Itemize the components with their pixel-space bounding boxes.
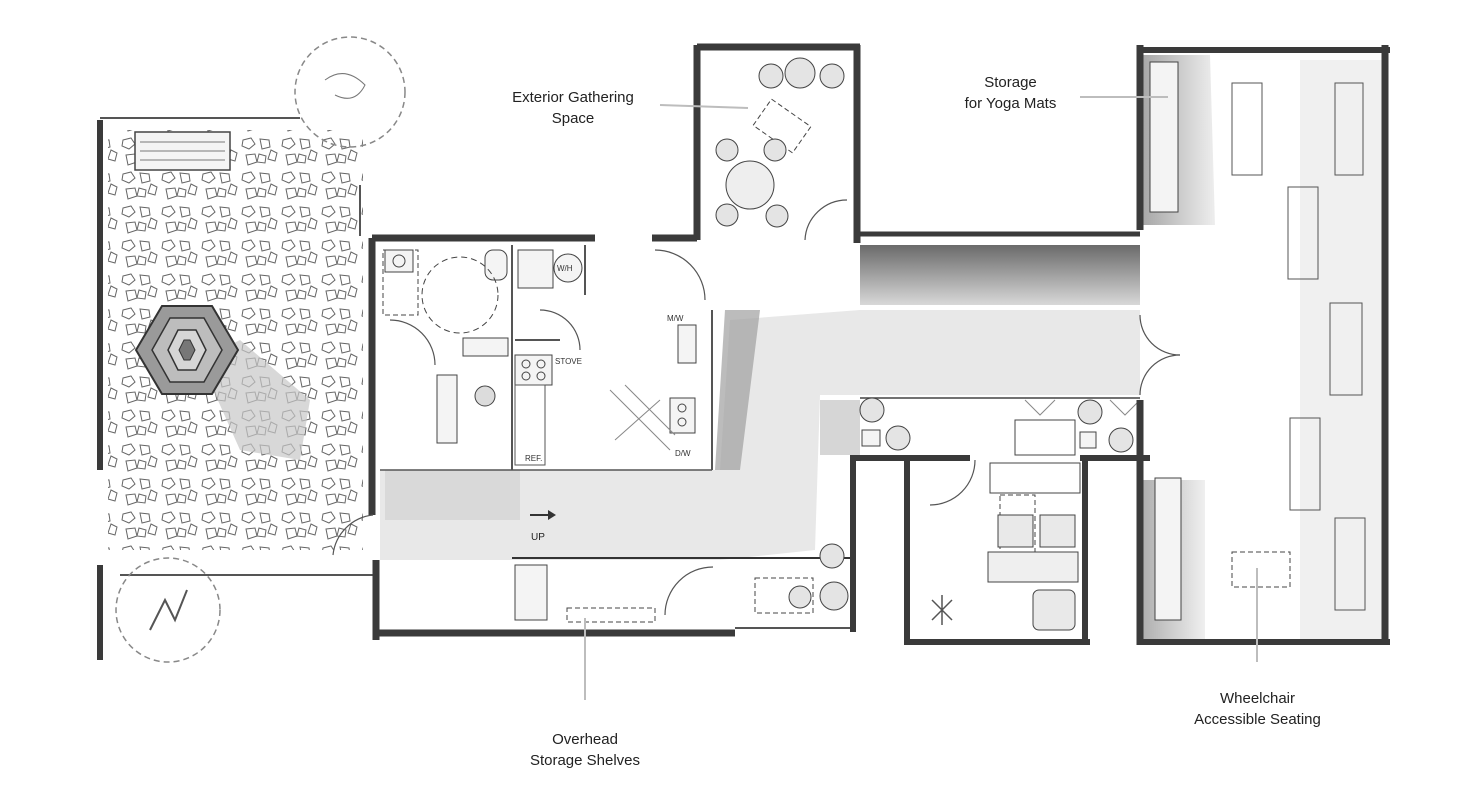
- callout-line: Wheelchair: [1219, 690, 1296, 707]
- callout-line: Accessible Seating: [1194, 711, 1321, 728]
- tree-bottom: [115, 557, 221, 663]
- courtyard-garden: [97, 117, 375, 660]
- callout-line: Exterior Gathering: [512, 89, 634, 106]
- gazebo-hexagon: [134, 305, 240, 395]
- exterior-gathering-room: [715, 57, 845, 228]
- callout-line: Space: [551, 110, 595, 127]
- callout-line: for Yoga Mats: [964, 95, 1057, 112]
- callout-overhead-storage-shelves: Overhead Storage Shelves: [505, 729, 665, 771]
- callout-line: Storage: [984, 74, 1037, 91]
- yoga-hall: [1136, 45, 1390, 645]
- refrigerator-label: REF.: [525, 454, 542, 463]
- dishwasher-label: D/W: [675, 449, 691, 458]
- garden-bench: [134, 131, 231, 171]
- stove-label: STOVE: [555, 357, 582, 366]
- central-building: [332, 43, 1181, 645]
- callout-yoga-mat-storage: Storage for Yoga Mats: [948, 72, 1073, 114]
- callout-wheelchair-accessible-seating: Wheelchair Accessible Seating: [1180, 688, 1335, 730]
- callout-line: Overhead: [552, 731, 618, 748]
- stair-up-label: UP: [531, 532, 545, 543]
- water-heater-label: W/H: [557, 264, 573, 273]
- tree-top: [294, 36, 406, 148]
- callout-leaders: [584, 96, 1258, 700]
- microwave-label: M/W: [667, 314, 684, 323]
- callout-line: Storage Shelves: [529, 752, 641, 769]
- callout-exterior-gathering-space: Exterior Gathering Space: [488, 87, 658, 129]
